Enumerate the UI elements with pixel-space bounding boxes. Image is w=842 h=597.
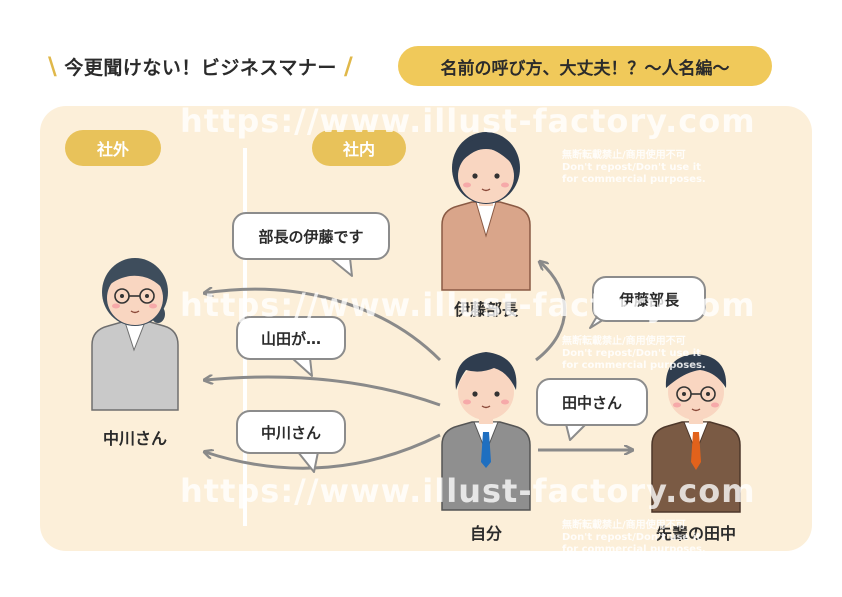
label-client: 中川さん xyxy=(102,429,167,448)
bubble-yamada: 山田が… xyxy=(236,316,346,360)
bubble-tanaka-text: 田中さん xyxy=(561,393,622,412)
label-manager: 伊藤部長 xyxy=(453,300,518,319)
bubble-nakagawa-text: 中川さん xyxy=(260,423,321,442)
watermark-notice-middle: 無断転載禁止/商用使用不可 Don't repost/Don't use it … xyxy=(562,336,706,371)
watermark-url-middle: https://www.illust-factory.com xyxy=(180,286,756,324)
label-self: 自分 xyxy=(469,524,502,543)
person-senior xyxy=(651,354,741,513)
bubble-yamada-text: 山田が… xyxy=(260,329,321,348)
watermark-url-top: https://www.illust-factory.com xyxy=(180,102,756,140)
person-self xyxy=(441,352,531,511)
bubble-ito-text: 伊藤部長 xyxy=(618,290,679,309)
tag-outside: 社外 xyxy=(65,130,161,166)
watermark-url-bottom: https://www.illust-factory.com xyxy=(180,472,756,510)
subtitle-pill: 名前の呼び方、大丈夫！？〜人名編〜 xyxy=(398,46,772,86)
arrow-self-to-client-mid xyxy=(205,377,441,407)
bubble-manager-intro: 部長の伊藤です xyxy=(232,212,390,260)
bubble-tail-manager-intro xyxy=(329,257,353,277)
tag-inside-label: 社内 xyxy=(342,140,375,159)
bubble-tail-tanaka xyxy=(565,423,587,441)
arrow-self-to-client-bottom xyxy=(205,433,441,470)
tag-inside: 社内 xyxy=(312,130,406,166)
tag-outside-label: 社外 xyxy=(96,140,129,159)
bubble-tail-yamada xyxy=(291,357,313,377)
person-client xyxy=(91,258,179,411)
arrow-self-to-client-top xyxy=(205,289,442,362)
person-manager xyxy=(441,132,531,291)
bubble-tanaka: 田中さん xyxy=(536,378,648,426)
bubble-nakagawa: 中川さん xyxy=(236,410,346,454)
subtitle-text: 名前の呼び方、大丈夫！？〜人名編〜 xyxy=(440,58,730,79)
label-senior: 先輩の田中 xyxy=(655,524,736,543)
bubble-ito: 伊藤部長 xyxy=(592,276,706,322)
watermark-notice-bottom: 無断転載禁止/商用使用不可 Don't repost/Don't use it … xyxy=(562,520,706,555)
page-title: \ 今更聞けない！ビジネスマナー / xyxy=(48,52,354,80)
page-title-text: 今更聞けない！ビジネスマナー xyxy=(64,57,337,79)
arrow-self-to-manager xyxy=(535,262,567,362)
watermark-notice-top: 無断転載禁止/商用使用不可 Don't repost/Don't use it … xyxy=(562,150,706,185)
bubble-manager-intro-text: 部長の伊藤です xyxy=(258,227,364,246)
